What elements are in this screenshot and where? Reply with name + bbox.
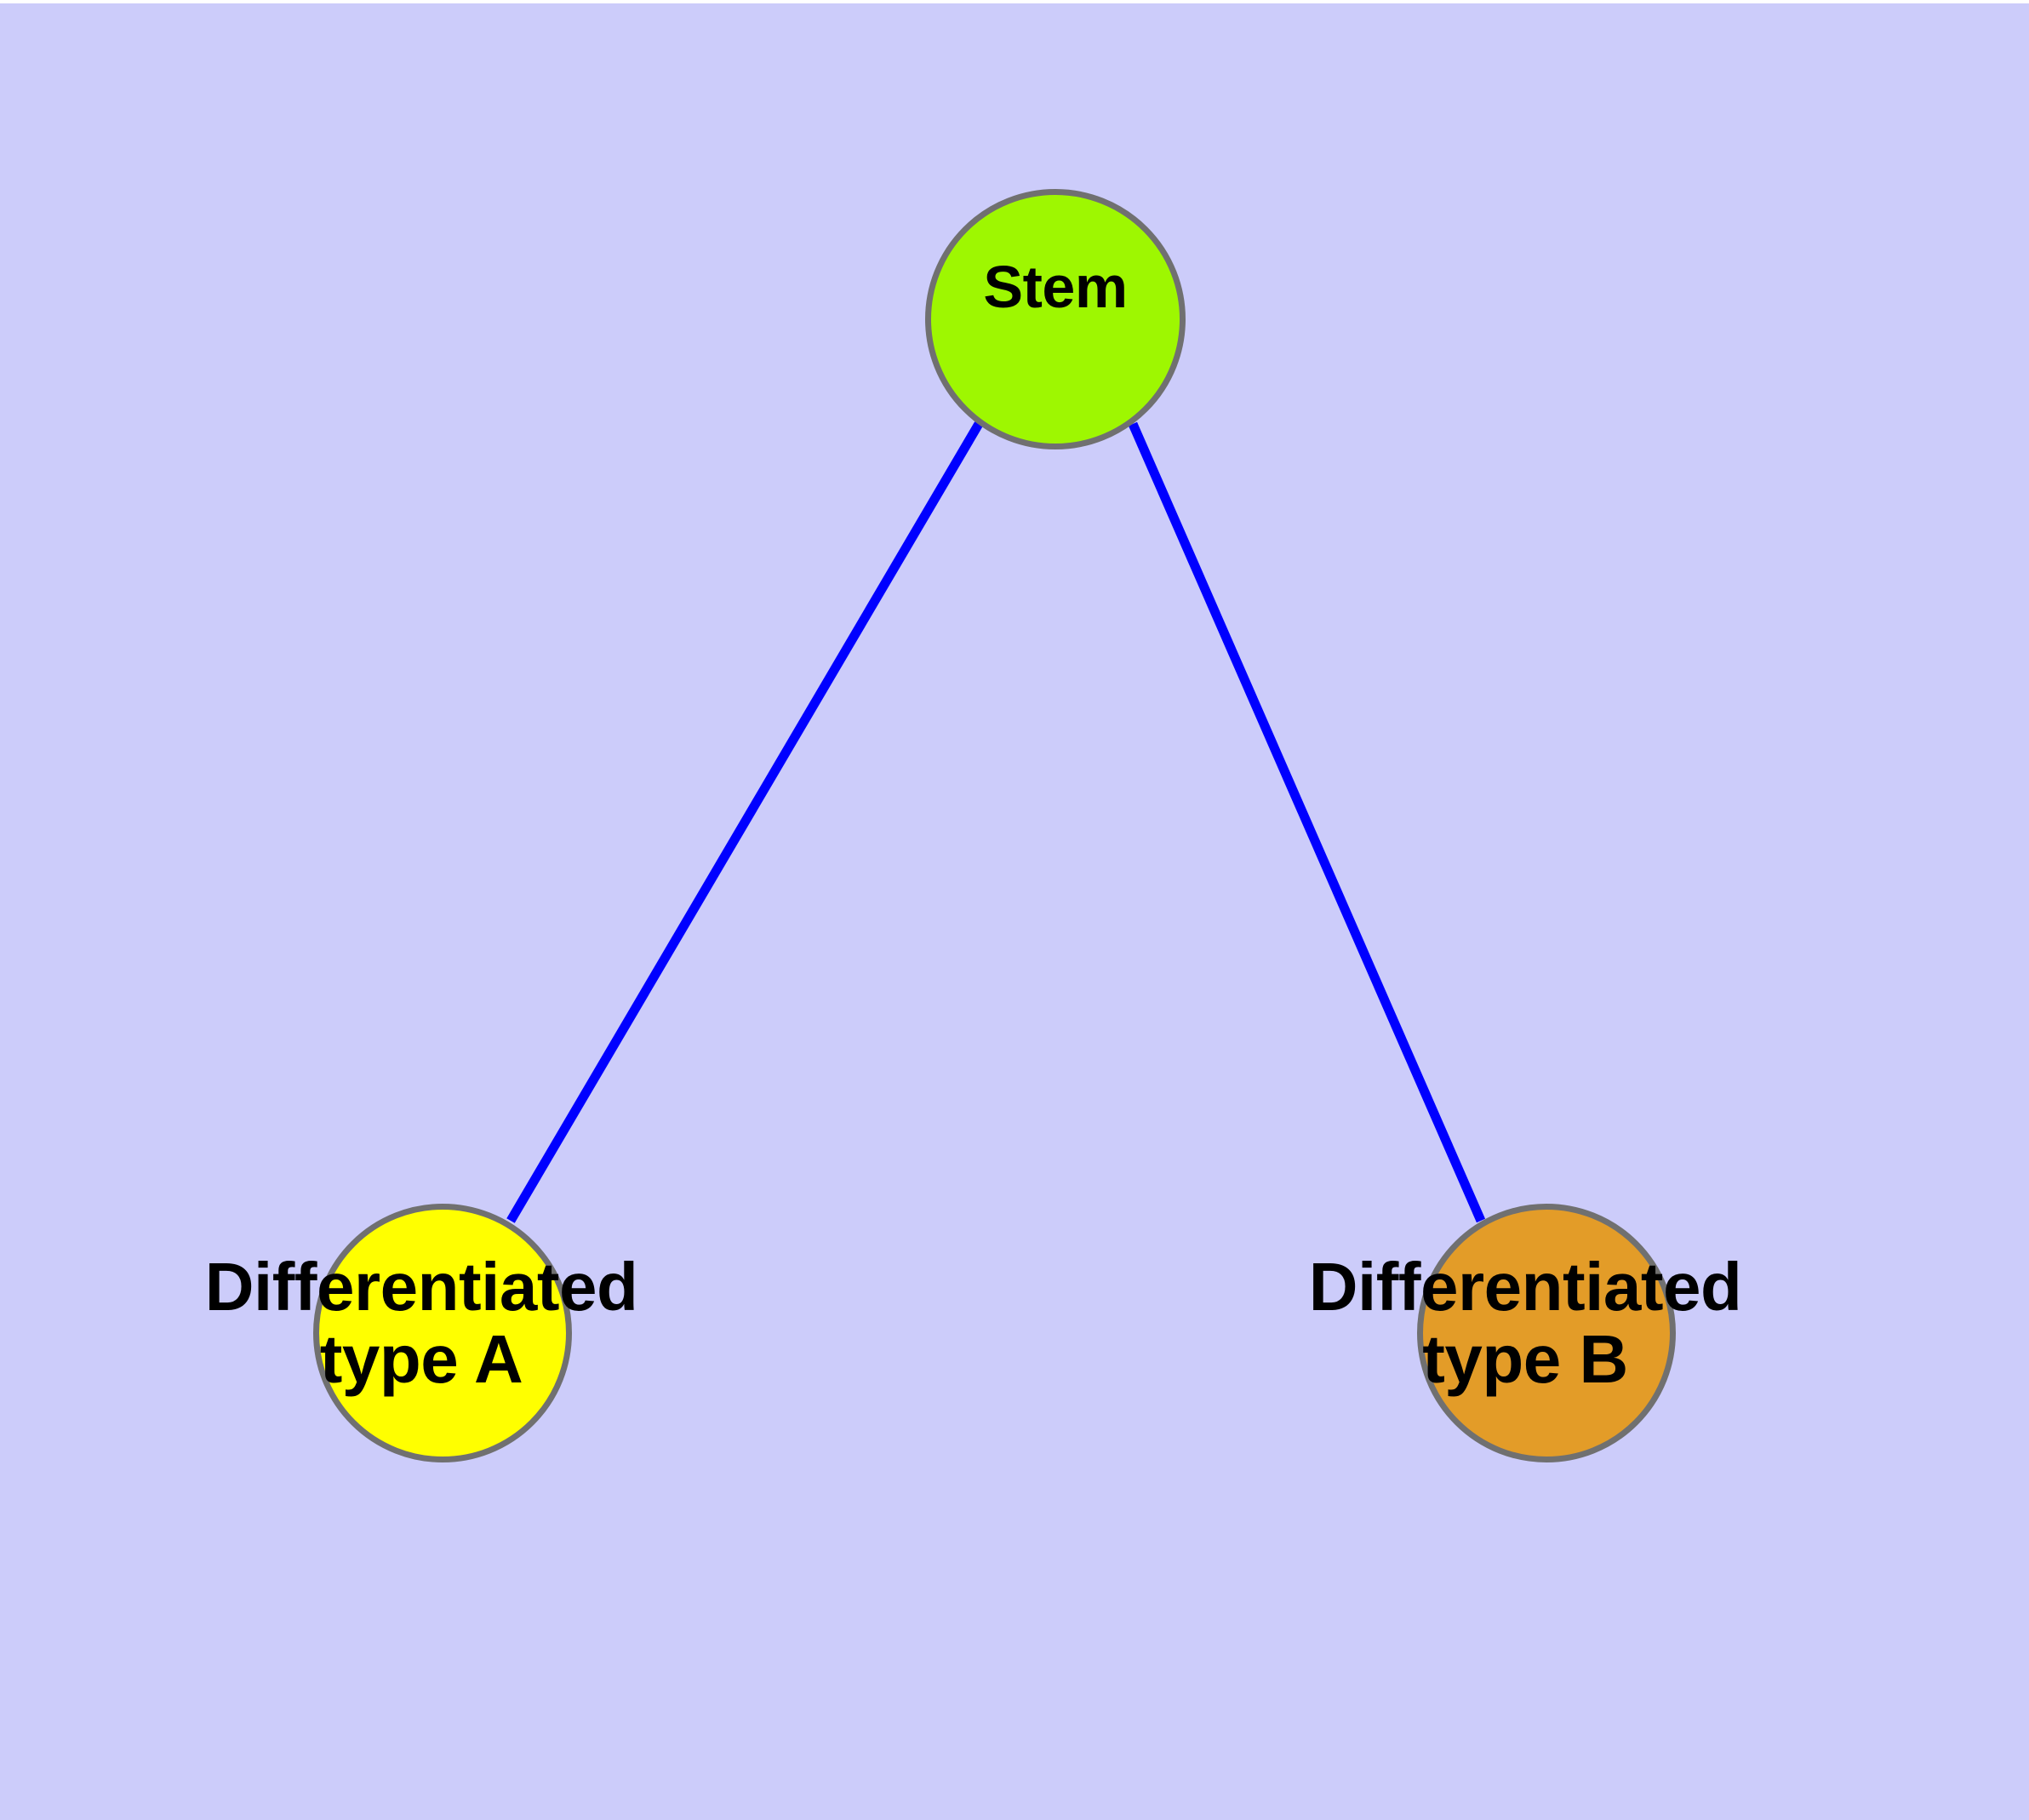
edge-stem-to-diff-b [1128,421,1486,1223]
edge-stem-to-diff-a [506,421,983,1223]
node-diff-b[interactable] [1417,1204,1676,1462]
edge-layer [506,421,1486,1223]
node-stem[interactable] [925,189,1186,449]
node-layer [313,189,1676,1462]
node-diff-a[interactable] [313,1204,572,1462]
